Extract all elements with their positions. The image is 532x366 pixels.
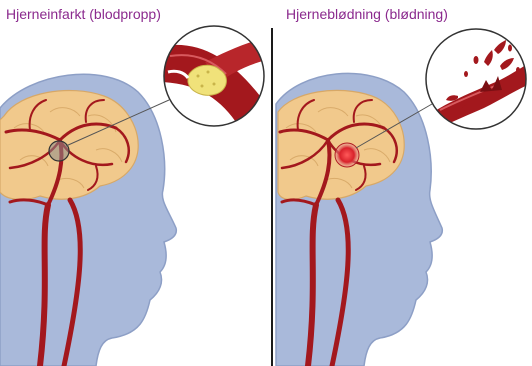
right-panel bbox=[276, 24, 532, 366]
clot-site-marker bbox=[49, 141, 69, 161]
left-panel bbox=[0, 20, 275, 366]
callout-clot bbox=[160, 20, 275, 130]
callout-bleed bbox=[422, 24, 532, 134]
bleed-site-marker bbox=[335, 143, 359, 167]
